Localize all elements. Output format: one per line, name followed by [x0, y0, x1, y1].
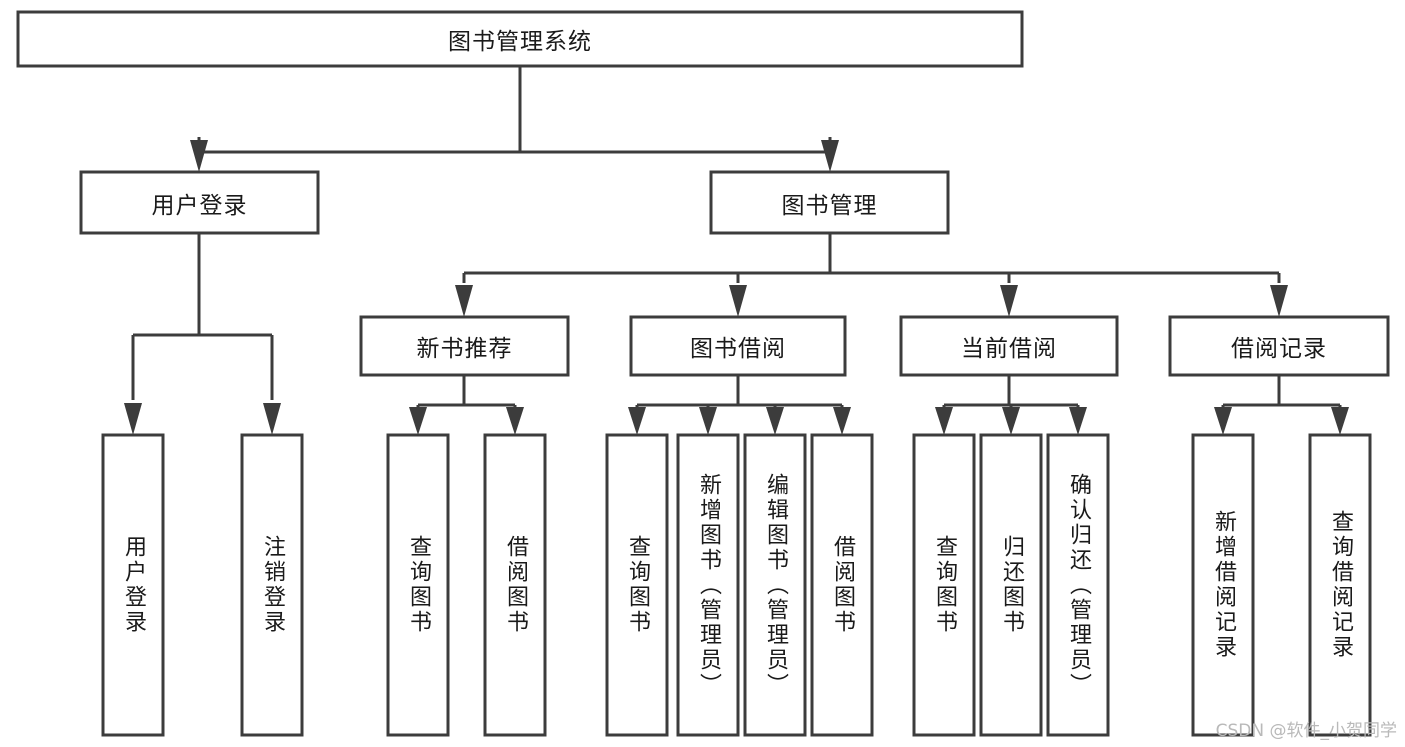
connector-root-to-level2	[190, 66, 839, 172]
leaf-records-query[interactable]	[1308, 433, 1372, 737]
connector-new-book-rec-to-leaves	[409, 375, 524, 435]
node-root-library-system[interactable]	[16, 10, 1024, 68]
leaf-current-confirm-return[interactable]	[1046, 433, 1110, 737]
node-new-book-recommend[interactable]	[359, 315, 570, 377]
connector-user-login-to-leaves	[124, 233, 281, 435]
leaf-new-book-query[interactable]	[386, 433, 450, 737]
leaf-new-book-borrow[interactable]	[483, 433, 547, 737]
leaf-user-login-logout[interactable]	[240, 433, 304, 737]
connector-current-borrow-to-leaves	[935, 375, 1087, 435]
leaf-borrow-borrow-book[interactable]	[810, 433, 874, 737]
leaf-borrow-edit-book[interactable]	[743, 433, 807, 737]
leaf-user-login-login[interactable]	[101, 433, 165, 737]
leaf-current-query[interactable]	[912, 433, 976, 737]
node-book-borrow[interactable]	[629, 315, 847, 377]
connector-book-borrow-to-leaves	[628, 375, 851, 435]
node-book-management[interactable]	[709, 170, 950, 235]
connector-book-mgmt-to-level3	[455, 233, 1288, 317]
leaf-borrow-add-book[interactable]	[676, 433, 740, 737]
connector-borrow-records-to-leaves	[1214, 375, 1349, 435]
leaf-borrow-query[interactable]	[605, 433, 669, 737]
node-user-login[interactable]	[79, 170, 320, 235]
leaf-records-add[interactable]	[1191, 433, 1255, 737]
leaf-current-return[interactable]	[979, 433, 1043, 737]
node-current-borrow[interactable]	[899, 315, 1119, 377]
node-borrow-records[interactable]	[1168, 315, 1390, 377]
